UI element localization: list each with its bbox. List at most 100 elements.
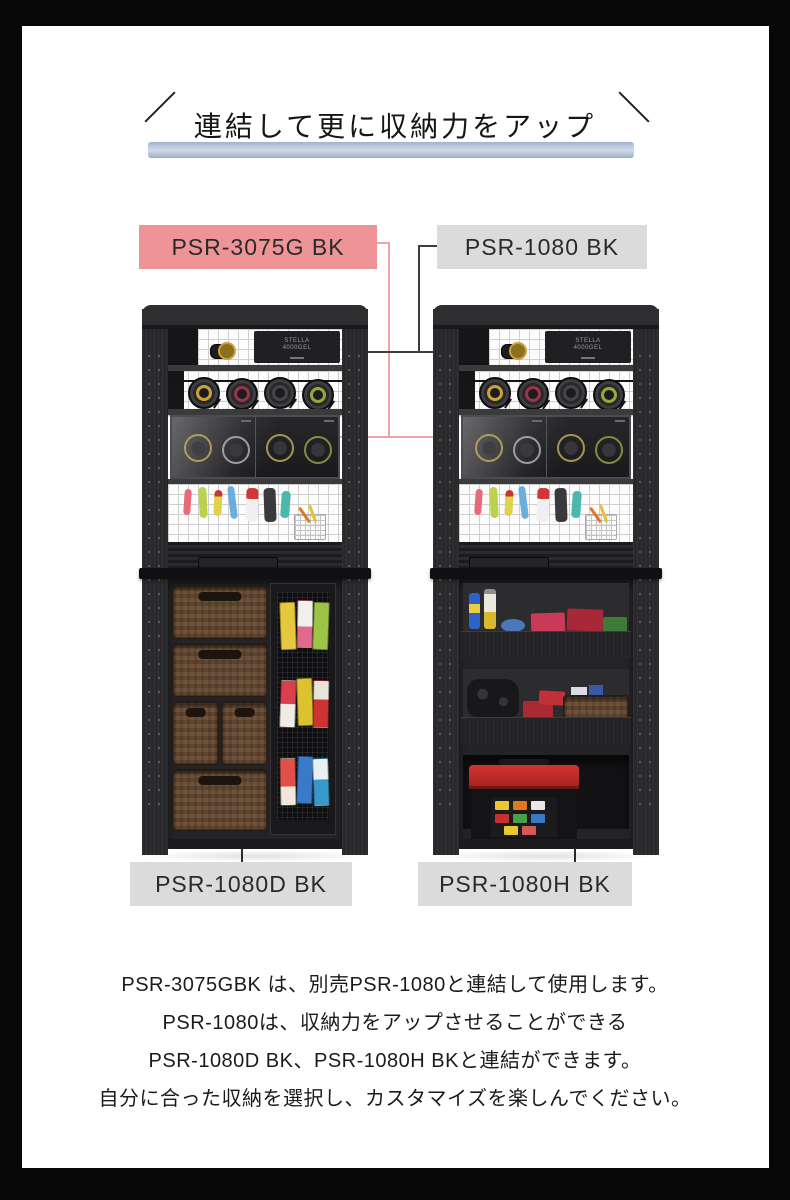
lower-cabinet-psr-1080d: [168, 579, 342, 849]
shelf-board: [459, 409, 633, 415]
tackle-box: [469, 759, 579, 843]
description-line: 自分に合った収納を選択し、カスタマイズを楽しんでください。: [98, 1088, 692, 1110]
lure-package-icon: [312, 601, 330, 651]
lure-package-icon: [245, 487, 259, 523]
dark-compartment: [459, 329, 489, 365]
lure-package-icon: [554, 487, 568, 523]
reel-box-brand: STELLA: [575, 338, 601, 344]
camo-bag-icon: [467, 679, 519, 717]
sticker-chip: [504, 826, 518, 835]
spinning-reel-icon: [226, 378, 259, 410]
top-board: [433, 305, 659, 329]
lure-panel-section: [459, 484, 633, 542]
cabinet-plinth: [459, 839, 633, 849]
spray-can-icon: [469, 593, 480, 629]
peg-holes: [439, 349, 441, 815]
wire-basket: [585, 504, 617, 540]
lure-package-icon: [279, 757, 297, 807]
peg-holes: [158, 349, 160, 815]
dark-compartment: [168, 329, 198, 365]
reel-box-model: 4000GEL: [573, 345, 603, 351]
lure-icon: [213, 489, 223, 517]
bait-tin-icon: [501, 619, 525, 632]
lure-panel-section: [168, 484, 342, 542]
lure-icon: [227, 485, 238, 520]
peg-holes: [639, 349, 641, 815]
shelf-board: [459, 365, 633, 371]
showcase-reel-icon: [557, 434, 585, 462]
section-title: 連結して更に収納力をアップ: [193, 110, 597, 142]
wicker-basket: [221, 701, 268, 765]
label-psr-1080h: PSR-1080H BK: [418, 862, 632, 906]
wire-basket: [294, 504, 326, 540]
small-box-icon: [589, 685, 603, 697]
spinning-reel-icon: [264, 377, 297, 409]
box-icon: [538, 690, 566, 706]
lure-package-icon: [279, 679, 297, 729]
spinning-reel-icon: [302, 379, 335, 411]
showcase-reel-icon: [595, 436, 623, 464]
reel-row-section: [168, 371, 342, 411]
lure-package-icon: [296, 755, 314, 805]
lure-icon: [474, 488, 483, 516]
package-icon: [566, 608, 604, 632]
spinning-reel-icon: [593, 379, 626, 411]
floor-shadow: [140, 850, 370, 862]
sticker-chip: [531, 801, 545, 810]
sticker-chip: [513, 814, 527, 823]
hanging-bar: [459, 380, 633, 382]
floor-shadow: [430, 850, 660, 862]
side-panel-left: [433, 309, 459, 855]
desk-board: [139, 568, 371, 579]
box-icon: [523, 701, 553, 719]
top-board: [142, 305, 368, 329]
spinning-reel-icon: [479, 377, 512, 409]
sticker-chip: [495, 814, 509, 823]
showcase-door-left: [172, 417, 256, 477]
shelf-board: [168, 365, 342, 371]
lure-icon: [518, 485, 529, 520]
lower-cabinet-psr-1080h: [459, 579, 633, 849]
title-underline-bar: [148, 142, 634, 158]
reel-box-brand: STELLA: [284, 338, 310, 344]
showcase-door-right: [546, 417, 629, 477]
spinning-reel-icon: [188, 377, 221, 409]
description-line: PSR-1080D BK、PSR-1080H BKと連結ができます。: [148, 1050, 642, 1072]
reel-row-section: [459, 371, 633, 411]
dark-compartment: [459, 371, 475, 409]
display-showcase: [170, 415, 340, 479]
peg-holes: [449, 349, 451, 815]
tackle-box-lid: [469, 765, 579, 789]
lure-icon: [280, 490, 291, 519]
sticker-chip: [513, 801, 527, 810]
wicker-basket: [172, 585, 268, 639]
lure-icon: [198, 486, 208, 519]
side-panel-right: [633, 309, 659, 855]
dark-compartment: [168, 371, 184, 409]
lure-package-icon: [312, 679, 330, 729]
showcase-reel-icon: [222, 436, 250, 464]
spinning-reel-icon: [555, 377, 588, 409]
label-psr-1080: PSR-1080 BK: [437, 225, 647, 269]
desk-board: [430, 568, 662, 579]
label-psr-3075g: PSR-3075G BK: [139, 225, 377, 269]
side-panel-right: [342, 309, 368, 855]
shelf-front-board: [461, 717, 631, 744]
label-psr-1080d: PSR-1080D BK: [130, 862, 352, 906]
description-line: PSR-1080は、収納力をアップさせることができる: [162, 1012, 628, 1034]
peg-holes: [148, 349, 150, 815]
shelf-board: [168, 479, 342, 484]
sticker-chip: [495, 801, 509, 810]
lure-icon: [489, 486, 499, 519]
description-line: PSR-3075GBK は、別売PSR-1080と連結して使用します。: [121, 974, 669, 996]
lure-package-icon: [296, 599, 314, 649]
baitcast-reel-icon: [210, 342, 236, 360]
showcase-reel-icon: [475, 434, 503, 462]
mesh-panel: [277, 592, 330, 820]
baitcast-reel-icon: [501, 342, 527, 360]
peg-holes: [649, 349, 651, 815]
